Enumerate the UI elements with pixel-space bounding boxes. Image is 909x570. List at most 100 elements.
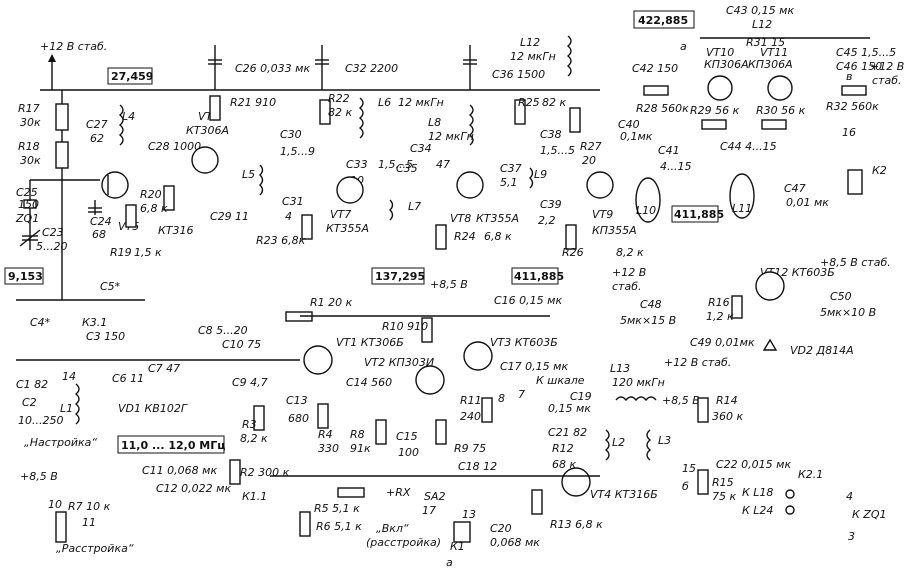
- detune-label: „Расстройка“: [56, 542, 134, 555]
- C23-label: C23: [42, 226, 64, 239]
- R22-value: 82 к: [328, 106, 352, 119]
- L13-value: 120 мкГн: [612, 376, 665, 389]
- freq-411885-top: 411,885: [674, 208, 724, 221]
- R4-resistor: [317, 403, 329, 429]
- L13-label: L13: [610, 362, 630, 375]
- C49-label: C49 0,01мк: [690, 336, 755, 349]
- R28-resistor: [643, 85, 669, 96]
- R26-label: R26: [562, 246, 584, 259]
- C39-value: 2,2: [538, 214, 556, 227]
- KL24-label: К L24: [742, 504, 773, 517]
- C42-label: C42 150: [632, 62, 678, 75]
- VT4-label: VT4 КТ316Б: [590, 488, 658, 501]
- C29-label: C29: [210, 210, 232, 223]
- R11-resistor: [481, 397, 493, 423]
- C46-label: C46 150: [836, 60, 882, 73]
- ZQ1-label: ZQ1: [15, 212, 39, 225]
- C6-label: C6 11: [112, 372, 144, 385]
- C34-label: C34: [410, 142, 432, 155]
- KL18-terminal: [785, 489, 795, 499]
- R21-label: R21 910: [230, 96, 276, 109]
- R17-label: R17: [18, 102, 40, 115]
- R15-resistor: [697, 469, 709, 495]
- C2-label: C2: [22, 396, 37, 409]
- tune-label: „Настройка“: [24, 436, 97, 449]
- R13-resistor: [531, 489, 543, 515]
- K2-relay-coil: [847, 169, 863, 195]
- VT7-transistor: [336, 176, 364, 204]
- R14-resistor: [697, 397, 709, 423]
- R15-value: 75 к: [712, 490, 736, 503]
- n3-label: 3: [848, 530, 855, 543]
- VT3-label: VT3 КТ603Б: [490, 336, 558, 349]
- C33-label: C33: [346, 158, 368, 171]
- C18-label: C18 12: [458, 460, 497, 473]
- ZQ1-crystal: [23, 199, 37, 209]
- v-label: в: [846, 70, 852, 83]
- R13-label: R13 6,8 к: [550, 518, 603, 531]
- L3-label: L3: [658, 434, 671, 447]
- C5-label: C5*: [100, 280, 121, 293]
- VT5-transistor: [101, 171, 129, 199]
- C31-value: 4: [285, 210, 292, 223]
- range-box: [117, 435, 225, 454]
- C26-label: C26 0,033 мк: [235, 62, 310, 75]
- KZQ1-label: К ZQ1: [852, 508, 887, 521]
- L4-coil: [118, 104, 124, 146]
- R11-value: 240: [460, 410, 481, 423]
- R7-label: R7 10 к: [68, 500, 111, 513]
- R12-label: R12: [552, 442, 574, 455]
- R19-resistor: [125, 204, 137, 228]
- VD1-label: VD1 КВ102Г: [118, 402, 188, 415]
- plus12-stab-bottom: +12 В стаб.: [664, 356, 731, 369]
- VT12-transistor: [755, 271, 785, 301]
- R3-label: R3: [242, 418, 257, 431]
- L6-value: 12 мкГн: [398, 96, 444, 109]
- C24-value: 68: [92, 228, 106, 241]
- L12top-value: 12 мкГн: [510, 50, 556, 63]
- C40-value: 0,1мк: [620, 130, 653, 143]
- plus85-label: +8,5 В: [430, 278, 468, 291]
- C37-value: 5,1: [500, 176, 518, 189]
- C34-value: 1,5...5: [378, 158, 413, 171]
- R30-resistor: [761, 119, 787, 130]
- R29-resistor: [701, 119, 727, 130]
- K1-relay-coil: [453, 521, 471, 543]
- C50-value: 5мк×10 В: [820, 306, 876, 319]
- R28-label: R28 560к: [636, 102, 689, 115]
- R18-label: R18: [18, 140, 40, 153]
- top-circuit: +12 В стаб. 27,459 R17 30к R18 30к C25 1…: [15, 4, 904, 300]
- plus85-bl-label: +8,5 В: [20, 470, 58, 483]
- VT11-label: VT11: [760, 46, 788, 59]
- R30-label: R30 56 к: [756, 104, 806, 117]
- C45-label: C45 1,5...5: [836, 46, 896, 59]
- C25-value: 150: [18, 198, 39, 211]
- C16-label: C16 0,15 мк: [494, 294, 562, 307]
- R10-label: R10 910: [382, 320, 428, 333]
- R32-label: R32 560к: [826, 100, 879, 113]
- R23-label: R23 6,8к: [256, 234, 306, 247]
- L8-coil: [468, 104, 474, 146]
- freq-411885-bottom: 411,885: [514, 270, 564, 283]
- R2-resistor: [229, 459, 241, 485]
- plus85-right-label: +8,5 В: [662, 394, 700, 407]
- VD2-zener: [762, 338, 778, 351]
- L8-label: L8: [428, 116, 441, 129]
- detune2-label: (расстройка): [366, 536, 441, 549]
- R24-label: R24: [454, 230, 476, 243]
- VT1-label: VT1 КТ306Б: [336, 336, 404, 349]
- R8-value: 91к: [350, 442, 371, 455]
- to-scale-label: К шкале: [536, 374, 585, 387]
- R8-label: R8: [350, 428, 365, 441]
- R29-label: R29 56 к: [690, 104, 740, 117]
- L12-primary-coil: [566, 35, 572, 77]
- L6-label: L6: [378, 96, 391, 109]
- VT11-type: КП306А: [748, 58, 793, 71]
- n17-label: 17: [422, 504, 436, 517]
- VT2-fet: [415, 365, 445, 395]
- R20-label: R20: [140, 188, 162, 201]
- C35-value: 47: [436, 158, 450, 171]
- VT4-transistor: [561, 467, 591, 497]
- C38-value: 1,5...5: [540, 144, 575, 157]
